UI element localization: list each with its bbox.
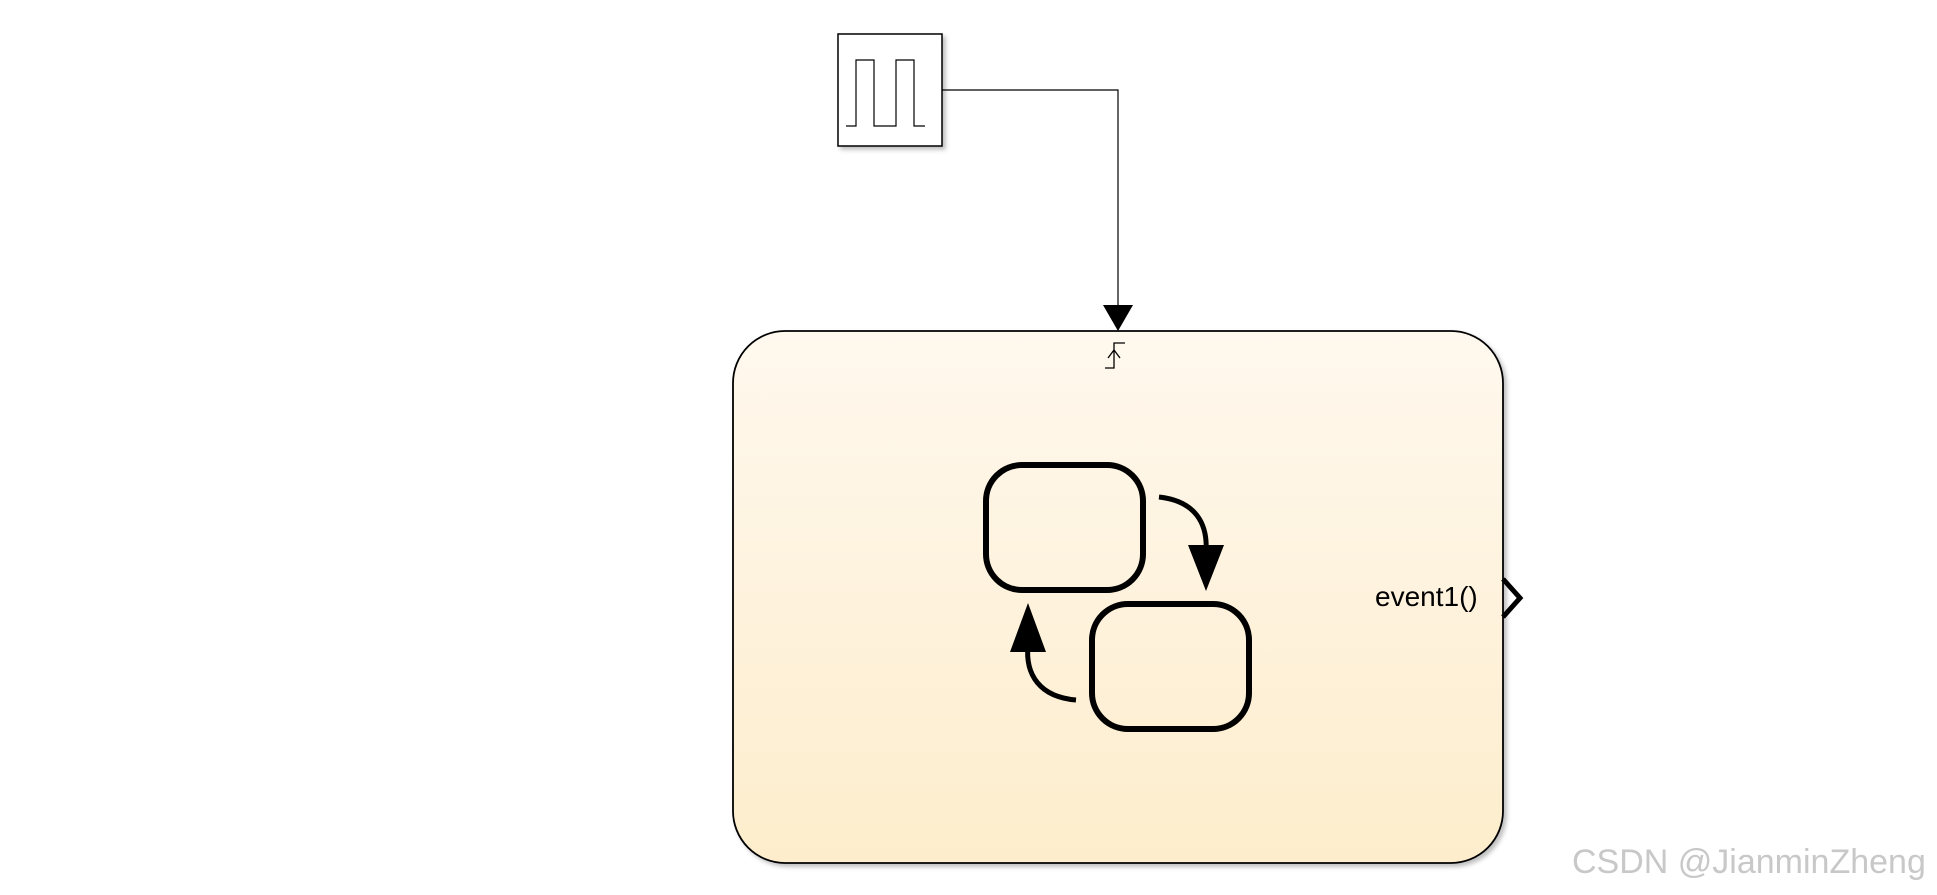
event-output-port-icon[interactable] [1501,577,1524,619]
rising-edge-trigger-icon [1105,342,1125,369]
transition-arrow-icon [1025,644,1077,703]
transition-arrow-icon [1158,494,1209,553]
trigger-signal-line[interactable] [942,89,1133,331]
arrowhead-icon [1103,305,1133,331]
output-event-label: event1() [1375,581,1478,612]
watermark-text: CSDN @JianminZheng [1572,843,1926,881]
pulse-wave-icon [846,59,925,127]
state-box-icon [1089,601,1252,732]
stateflow-chart-block[interactable] [732,330,1524,864]
state-box-icon [983,462,1146,593]
pulse-generator-block[interactable] [837,33,943,147]
